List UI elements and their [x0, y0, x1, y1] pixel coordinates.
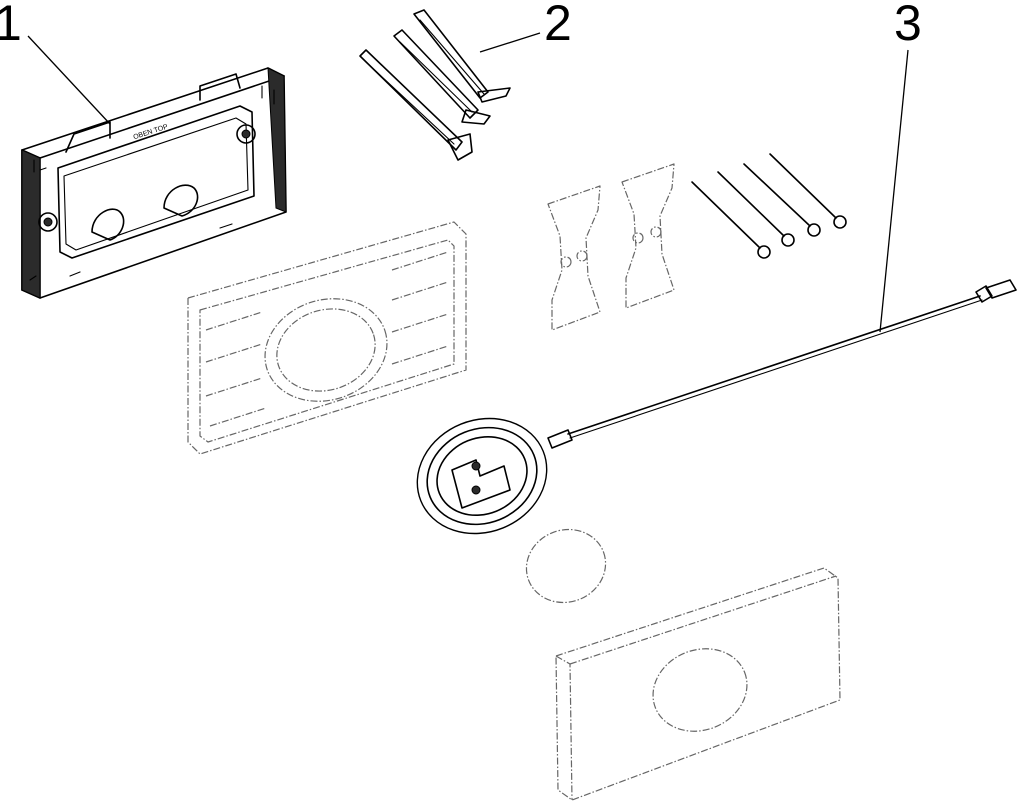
screw-2: [717, 171, 795, 247]
frame-clip-right: [163, 184, 199, 217]
template-circle-opening: [264, 298, 388, 402]
sealing-disc: [525, 528, 607, 604]
callout-label-3: 3: [894, 0, 922, 51]
callout-label-2: 2: [544, 0, 572, 51]
callout-2: 2: [479, 0, 572, 53]
clamp-brackets: [547, 163, 675, 331]
extension-rod-3: [413, 9, 511, 103]
cover-plate-sensor-window: [652, 648, 748, 732]
template-plate: [187, 221, 467, 455]
screws: [691, 153, 847, 259]
mounting-frame: OBEN TOP: [21, 67, 287, 299]
cover-plate: [555, 567, 841, 801]
cable-connector: [985, 279, 1017, 299]
extension-rods: [359, 9, 511, 161]
leader-line-3: [879, 49, 909, 333]
screw-3: [743, 163, 821, 237]
frame-clip-left: [91, 208, 125, 241]
sensor-module: [416, 417, 573, 535]
clamp-bracket-left: [547, 185, 601, 331]
callout-label-1: 1: [0, 0, 22, 51]
callout-3: 3: [879, 0, 922, 333]
frame-screw-left: [38, 212, 58, 232]
frame-screw-right: [236, 124, 256, 144]
sensor-cable: [567, 279, 1017, 439]
sensor-screw-bottom: [471, 485, 481, 495]
sensor-screw-top: [471, 461, 481, 471]
extension-rod-2: [393, 29, 491, 125]
leader-line-1: [27, 35, 111, 125]
clamp-bracket-right: [621, 163, 675, 309]
callout-1: 1: [0, 0, 111, 125]
extension-rod-1: [359, 49, 473, 161]
leader-line-2: [479, 32, 541, 53]
cable-grommet: [547, 429, 573, 449]
screw-1: [691, 181, 771, 259]
screw-4: [769, 153, 847, 229]
